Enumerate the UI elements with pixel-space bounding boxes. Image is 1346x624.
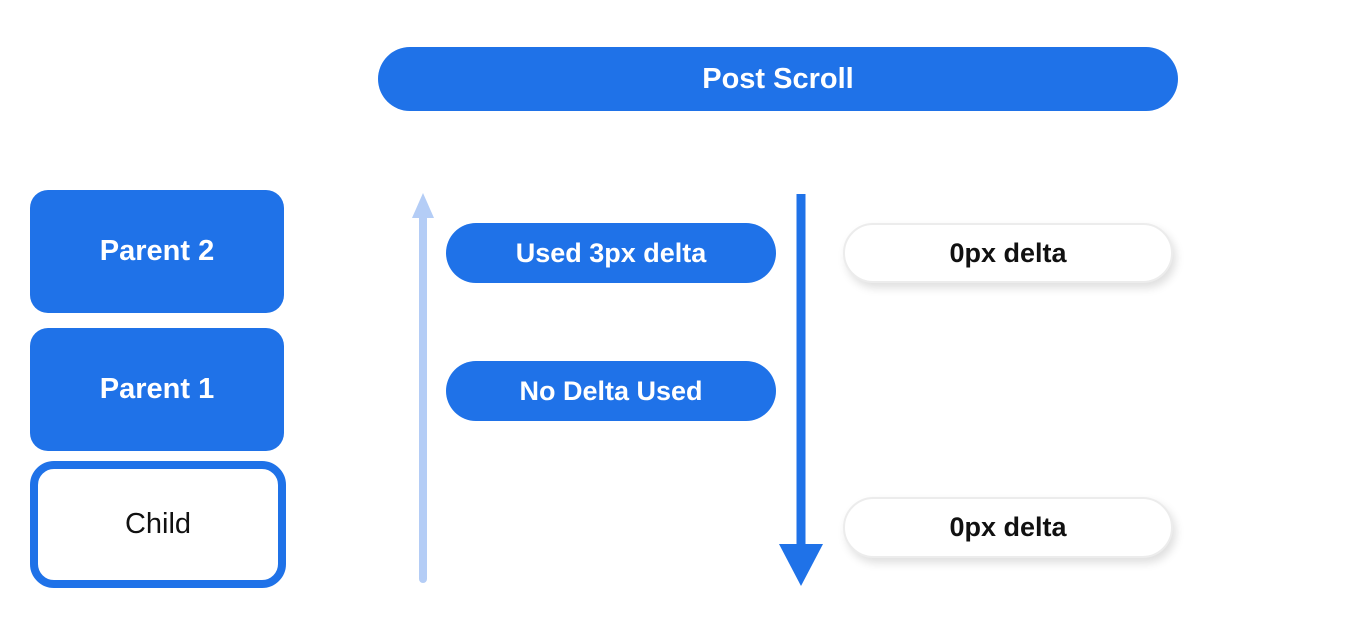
down-arrow-icon [779,194,823,586]
zero-delta-pill-top: 0px delta [843,223,1173,283]
up-arrow-icon [412,193,434,583]
used-delta-label: Used 3px delta [515,237,707,268]
parent-1-label: Parent 1 [99,373,215,405]
post-scroll-header-pill: Post Scroll [378,47,1178,111]
zero-delta-top-label: 0px delta [949,237,1067,268]
post-scroll-header-label: Post Scroll [702,62,854,95]
child-box: Child [30,461,286,588]
parent-2-label: Parent 2 [99,235,215,267]
parent-2-box: Parent 2 [30,190,284,313]
used-delta-pill: Used 3px delta [446,223,776,283]
no-delta-pill: No Delta Used [446,361,776,421]
no-delta-label: No Delta Used [519,375,703,406]
zero-delta-pill-bottom: 0px delta [843,497,1173,558]
parent-1-box: Parent 1 [30,328,284,451]
zero-delta-bottom-label: 0px delta [949,512,1067,542]
child-label: Child [124,508,192,540]
